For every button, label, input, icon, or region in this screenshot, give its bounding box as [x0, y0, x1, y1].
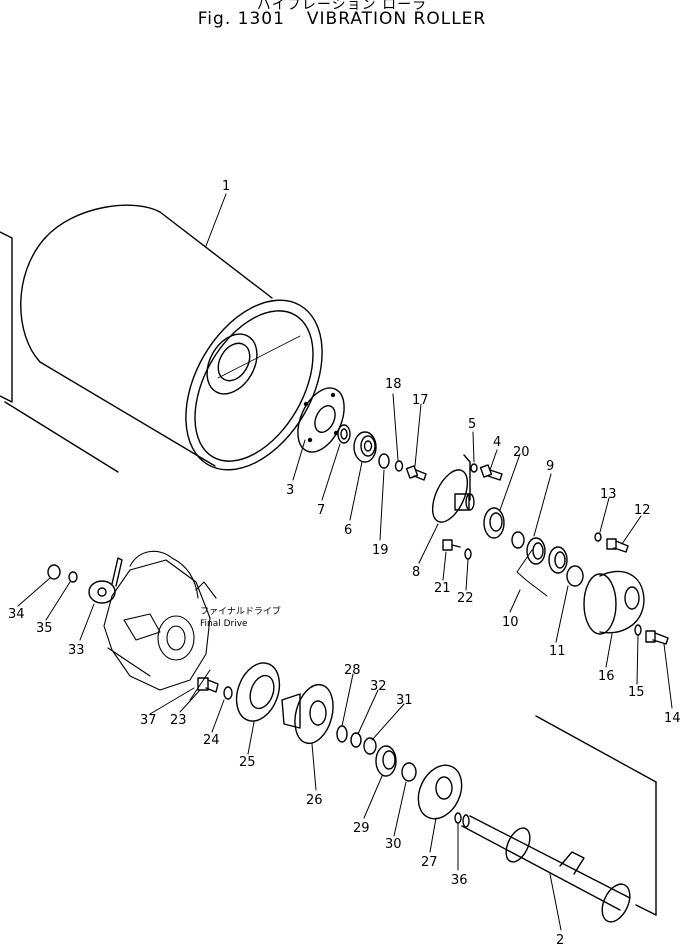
part-number-37: 37: [140, 713, 157, 728]
flange-3: [297, 387, 345, 453]
part-number-19: 19: [372, 543, 389, 558]
part-number-23: 23: [170, 713, 187, 728]
drum-shell: [20, 204, 323, 471]
washer-15: [634, 624, 642, 636]
hub-26: [281, 683, 334, 745]
part-number-24: 24: [203, 733, 220, 748]
part-number-11: 11: [549, 644, 566, 659]
bearing-10: [526, 537, 568, 574]
japanese-title: バイブレーション ローラ: [256, 0, 428, 13]
gasket-25: [235, 662, 281, 722]
washer-5: [470, 463, 478, 473]
part-number-35: 35: [36, 621, 53, 636]
part-number-26: 26: [306, 793, 323, 808]
part-number-31: 31: [396, 693, 413, 708]
part-number-3: 3: [286, 483, 294, 498]
figure-caption: Fig. 1301 VIBRATION ROLLER: [0, 9, 684, 29]
tab-5: [463, 454, 471, 501]
part-number-9: 9: [546, 459, 554, 474]
collar-11: [566, 565, 584, 587]
leader-lines: [17, 193, 673, 931]
part-number-8: 8: [412, 565, 420, 580]
key-36: [454, 812, 462, 824]
part-33: [88, 557, 123, 604]
washer-35: [68, 571, 78, 583]
bolt-21: [442, 539, 461, 551]
bolt-23: [197, 677, 219, 693]
figure-title: VIBRATION ROLLER: [306, 9, 487, 29]
part-number-28: 28: [344, 663, 361, 678]
part-number-33: 33: [68, 643, 85, 658]
bolt-17: [405, 465, 427, 481]
part-number-12: 12: [634, 503, 651, 518]
frame-left-bottom: [4, 401, 119, 473]
part-number-15: 15: [628, 685, 645, 700]
leader-37: [189, 669, 211, 701]
housing-16: [583, 570, 645, 635]
frame-right: [535, 715, 657, 916]
part-number-32: 32: [370, 679, 387, 694]
bearing-29: [375, 745, 397, 777]
ring-31: [363, 737, 377, 755]
part-number-21: 21: [434, 581, 451, 596]
part-number-30: 30: [385, 837, 402, 852]
part-number-7: 7: [317, 503, 325, 518]
part-number-36: 36: [451, 873, 468, 888]
bolt-14: [645, 630, 669, 645]
nut-34: [47, 564, 61, 580]
washer-22: [464, 548, 472, 560]
ring-7: [337, 424, 351, 444]
part-number-22: 22: [457, 591, 474, 606]
washer-13: [594, 532, 602, 542]
ring-32: [350, 732, 362, 748]
part-number-4: 4: [493, 435, 501, 450]
bearing-10-bracket: [516, 549, 548, 597]
lock-washer-18: [394, 460, 404, 472]
part-number-14: 14: [664, 711, 681, 726]
part-number-27: 27: [421, 855, 438, 870]
part-number-18: 18: [385, 377, 402, 392]
plate-8: [431, 469, 475, 523]
frame-left: [0, 231, 13, 403]
ring-30: [401, 762, 417, 782]
final-drive-label-en: Final Drive: [200, 619, 248, 629]
part-number-16: 16: [598, 669, 615, 684]
final-drive: [103, 550, 217, 691]
plate-27: [417, 764, 463, 820]
part-number-20: 20: [513, 445, 530, 460]
part-number-29: 29: [353, 821, 370, 836]
part-number-2: 2: [556, 933, 564, 946]
part-numbers: 1 2 3 4 5 6 7 8 9 10 11 12 13 14 15 16 1…: [8, 179, 681, 946]
part-number-34: 34: [8, 607, 25, 622]
washer-24: [223, 686, 233, 700]
part-number-1: 1: [222, 179, 230, 194]
part-number-10: 10: [502, 615, 519, 630]
part-number-6: 6: [344, 523, 352, 538]
part-number-13: 13: [600, 487, 617, 502]
part-number-17: 17: [412, 393, 429, 408]
figure-number: Fig. 1301: [197, 9, 285, 29]
ring-28: [336, 725, 348, 743]
part-number-5: 5: [468, 417, 476, 432]
washer-19: [378, 453, 390, 469]
shaft-2: [461, 814, 631, 923]
bolt-12: [606, 538, 629, 553]
seal-20: [483, 507, 505, 539]
final-drive-label-jp: ファイナルドライブ: [200, 605, 281, 617]
part-number-25: 25: [239, 755, 256, 770]
bearing-6: [353, 431, 377, 463]
ring-9: [511, 531, 525, 549]
